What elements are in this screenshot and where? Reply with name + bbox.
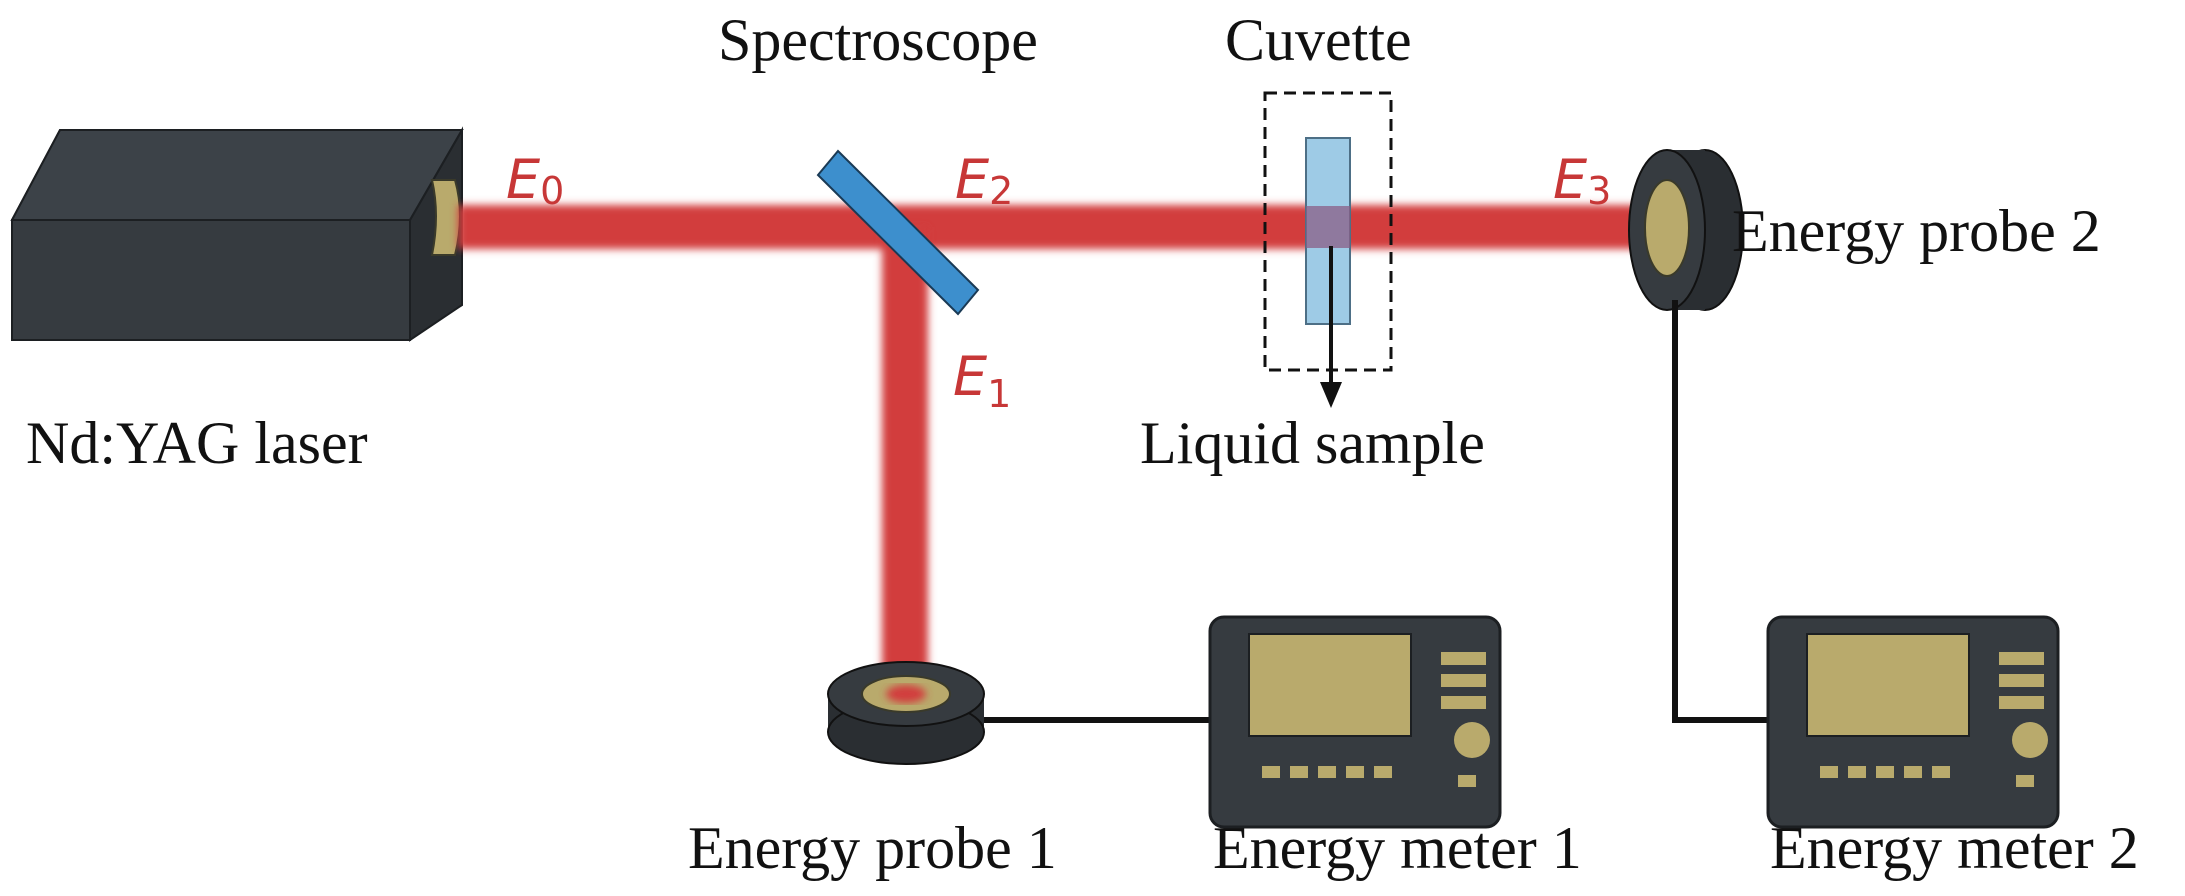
label-liquid-sample: Liquid sample <box>1140 410 1485 476</box>
laser-device-icon <box>10 126 464 342</box>
beam-through-sample <box>1306 206 1350 248</box>
label-cuvette: Cuvette <box>1225 7 1412 73</box>
energy-probe-icon <box>827 661 985 765</box>
meter-screen <box>1806 633 1970 737</box>
energy-label-e1: E1 <box>953 345 1011 416</box>
meter-knob-icon <box>2012 722 2048 758</box>
cable-probe2-meter2 <box>1672 300 1770 723</box>
energy-meter-icon <box>1208 615 1502 829</box>
meter-knob-icon <box>1454 722 1490 758</box>
label-energy-probe-1: Energy probe 1 <box>688 815 1057 881</box>
meter-screen <box>1248 633 1412 737</box>
laser-beams <box>458 205 1663 705</box>
horizontal-beam <box>458 205 1663 249</box>
beam-splitter-icon <box>816 149 980 316</box>
energy-label-e2: E2 <box>955 148 1013 213</box>
label-energy-probe-2: Energy probe 2 <box>1732 198 2101 264</box>
laser-aperture-icon <box>430 179 461 256</box>
energy-label-e0: E0 <box>506 148 564 213</box>
cables <box>984 300 1770 723</box>
energy-meter-icon <box>1766 615 2060 829</box>
energy-label-e3: E3 <box>1553 148 1611 213</box>
arrow-down-icon <box>1320 382 1342 408</box>
cuvette-dashed-box <box>1263 91 1393 372</box>
label-laser: Nd:YAG laser <box>26 410 368 476</box>
energy-probe-icon <box>1628 149 1744 311</box>
vertical-beam <box>882 227 928 705</box>
cuvette <box>1263 91 1393 408</box>
label-energy-meter-2: Energy meter 2 <box>1770 815 2139 881</box>
label-spectroscope: Spectroscope <box>718 7 1038 73</box>
label-energy-meter-1: Energy meter 1 <box>1213 815 1582 881</box>
